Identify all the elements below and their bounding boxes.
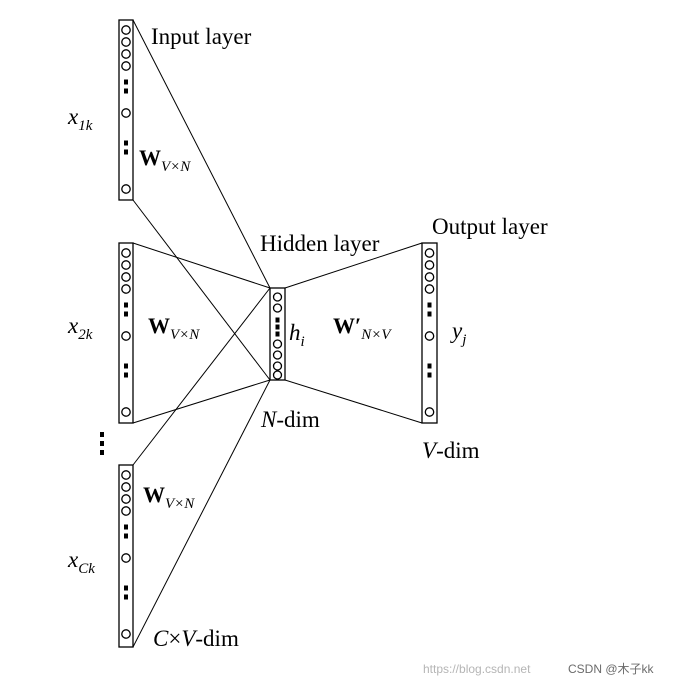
neuron-node bbox=[121, 284, 131, 294]
connector-input1-bottom bbox=[132, 199, 271, 381]
input-dim-label: C×V-dim bbox=[153, 626, 239, 651]
output-unit-label: yj bbox=[450, 318, 466, 348]
connector-input2-top bbox=[132, 242, 271, 289]
ellipsis-dot bbox=[124, 524, 128, 530]
neuron-node bbox=[424, 284, 435, 294]
neuron-node bbox=[121, 61, 131, 71]
neuron-node bbox=[121, 470, 131, 480]
neuron-node bbox=[424, 248, 435, 258]
neuron-node bbox=[121, 553, 131, 563]
neuron-node bbox=[272, 361, 283, 371]
hidden-dim-label: N-dim bbox=[260, 407, 320, 432]
neuron-node bbox=[272, 370, 283, 380]
watermark-url: https://blog.csdn.net bbox=[423, 662, 531, 676]
ellipsis-dot bbox=[427, 363, 432, 369]
connector-input3-bottom bbox=[132, 379, 271, 648]
output-weight-matrix-label: W′N×V bbox=[333, 313, 392, 343]
ellipsis-dot bbox=[124, 585, 128, 591]
connector-output-top bbox=[284, 242, 423, 289]
weight-matrix-label-2: WV×N bbox=[148, 313, 200, 343]
output-layer-label: Output layer bbox=[432, 214, 548, 239]
neuron-node bbox=[272, 339, 283, 349]
hidden-layer-vector bbox=[269, 287, 286, 381]
ellipsis-dot bbox=[275, 324, 280, 330]
ellipsis-dot bbox=[124, 594, 128, 600]
neuron-node bbox=[121, 184, 131, 194]
ellipsis-dot bbox=[124, 533, 128, 539]
ellipsis-dot bbox=[124, 372, 128, 378]
watermark-credit: CSDN @木子kk bbox=[568, 662, 655, 676]
neuron-node bbox=[121, 629, 131, 639]
x2k-label: x2k bbox=[67, 313, 93, 343]
connector-input1-top bbox=[132, 19, 271, 289]
input-layer-vector-2 bbox=[118, 242, 134, 424]
output-dim-label: V-dim bbox=[422, 438, 480, 463]
ellipsis-dot bbox=[124, 140, 128, 146]
ellipsis-dot bbox=[427, 372, 432, 378]
ellipsis-dot bbox=[124, 302, 128, 308]
ellipsis-dot bbox=[124, 79, 128, 85]
neuron-node bbox=[424, 407, 435, 417]
neuron-node bbox=[121, 407, 131, 417]
xck-label: xCk bbox=[67, 547, 95, 577]
neuron-node bbox=[424, 272, 435, 282]
ellipsis-dot bbox=[275, 331, 280, 337]
neuron-node bbox=[272, 292, 283, 302]
connection-lines bbox=[132, 19, 423, 648]
neuron-node bbox=[424, 260, 435, 270]
neuron-node bbox=[121, 260, 131, 270]
neuron-node bbox=[121, 272, 131, 282]
ellipsis-dot bbox=[124, 363, 128, 369]
neuron-node bbox=[121, 25, 131, 35]
connector-input2-bottom bbox=[132, 379, 271, 424]
ellipsis-dot bbox=[124, 88, 128, 94]
neuron-node bbox=[121, 37, 131, 47]
vertical-ellipsis-icon bbox=[100, 432, 104, 455]
neuron-node bbox=[121, 506, 131, 516]
weight-matrix-label-1: WV×N bbox=[139, 145, 191, 175]
ellipsis-dot bbox=[275, 317, 280, 323]
neuron-node bbox=[272, 350, 283, 360]
ellipsis-dot bbox=[427, 311, 432, 317]
connector-output-bottom bbox=[284, 379, 423, 424]
input-layer-vector-3 bbox=[118, 464, 134, 648]
neuron-node bbox=[121, 49, 131, 59]
neuron-node bbox=[121, 494, 131, 504]
ellipsis-dot bbox=[124, 149, 128, 155]
ellipsis-dot bbox=[427, 302, 432, 308]
neuron-node bbox=[121, 331, 131, 341]
input-layer-label: Input layer bbox=[151, 24, 252, 49]
hidden-layer-label: Hidden layer bbox=[260, 231, 380, 256]
neuron-node bbox=[121, 248, 131, 258]
neuron-node bbox=[424, 331, 435, 341]
hidden-unit-label: hi bbox=[289, 320, 305, 350]
x1k-label: x1k bbox=[67, 104, 93, 134]
input-layer-vector-1 bbox=[118, 19, 134, 201]
output-layer-vector bbox=[421, 242, 438, 424]
connector-input3-top bbox=[132, 287, 271, 466]
neuron-node bbox=[272, 303, 283, 313]
neuron-node bbox=[121, 482, 131, 492]
weight-matrix-label-3: WV×N bbox=[143, 482, 195, 512]
neuron-node bbox=[121, 108, 131, 118]
ellipsis-dot bbox=[124, 311, 128, 317]
